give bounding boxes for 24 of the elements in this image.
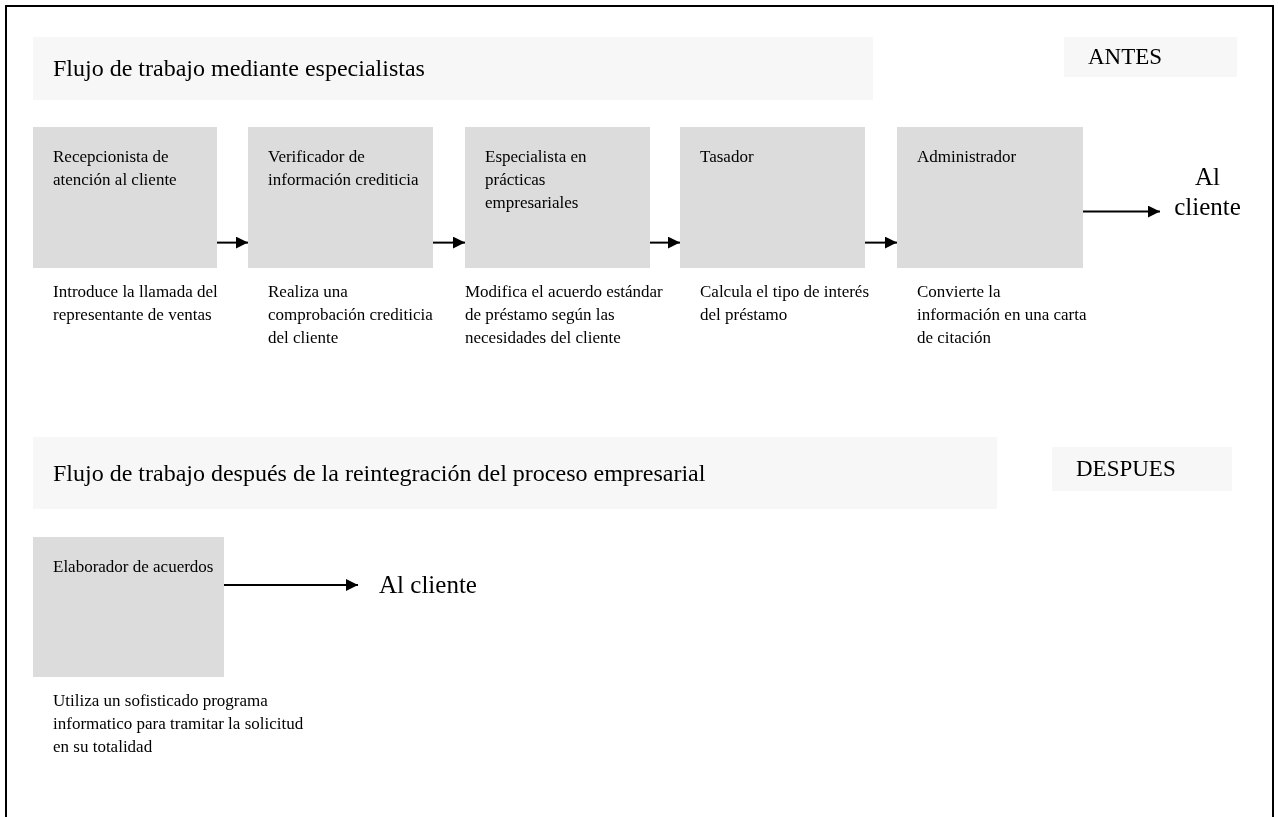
role-box: Verificador de información crediticia (248, 127, 433, 268)
role-box: Tasador (680, 127, 865, 268)
role-box: Especialista en prácticas empresariales (465, 127, 650, 268)
task-description: Modifica el acuerdo estándar de préstamo según las necesidades del cliente (465, 281, 664, 349)
arrow (432, 236, 466, 249)
role-box: Elaborador de acuerdos (33, 537, 224, 677)
arrow (1082, 205, 1161, 218)
arrow (864, 236, 898, 249)
destination-label: Al cliente (358, 570, 498, 610)
arrow (223, 579, 359, 591)
task-description: Introduce la llamada del representante de ventas (53, 281, 219, 326)
section-heading-band: Flujo de trabajo después de la reintegración del proceso empresarial (33, 437, 997, 509)
destination-label: Al cliente (1160, 162, 1255, 224)
role-box: Administrador (897, 127, 1083, 268)
task-description: Convierte la información en una carta de citación (917, 281, 1087, 349)
arrow (649, 236, 681, 249)
phase-label-band: ANTES (1064, 37, 1237, 77)
task-description: Calcula el tipo de interés del préstamo (700, 281, 870, 326)
phase-label-band: DESPUES (1052, 447, 1232, 491)
task-description: Utiliza un sofisticado programa informatico para tramitar la solicitud en su totalidad (53, 690, 305, 758)
section-heading-band: Flujo de trabajo mediante especialistas (33, 37, 873, 100)
task-description: Realiza una comprobación crediticia del cliente (268, 281, 434, 349)
role-box: Recepcionista de atención al cliente (33, 127, 217, 268)
arrow (216, 236, 249, 249)
